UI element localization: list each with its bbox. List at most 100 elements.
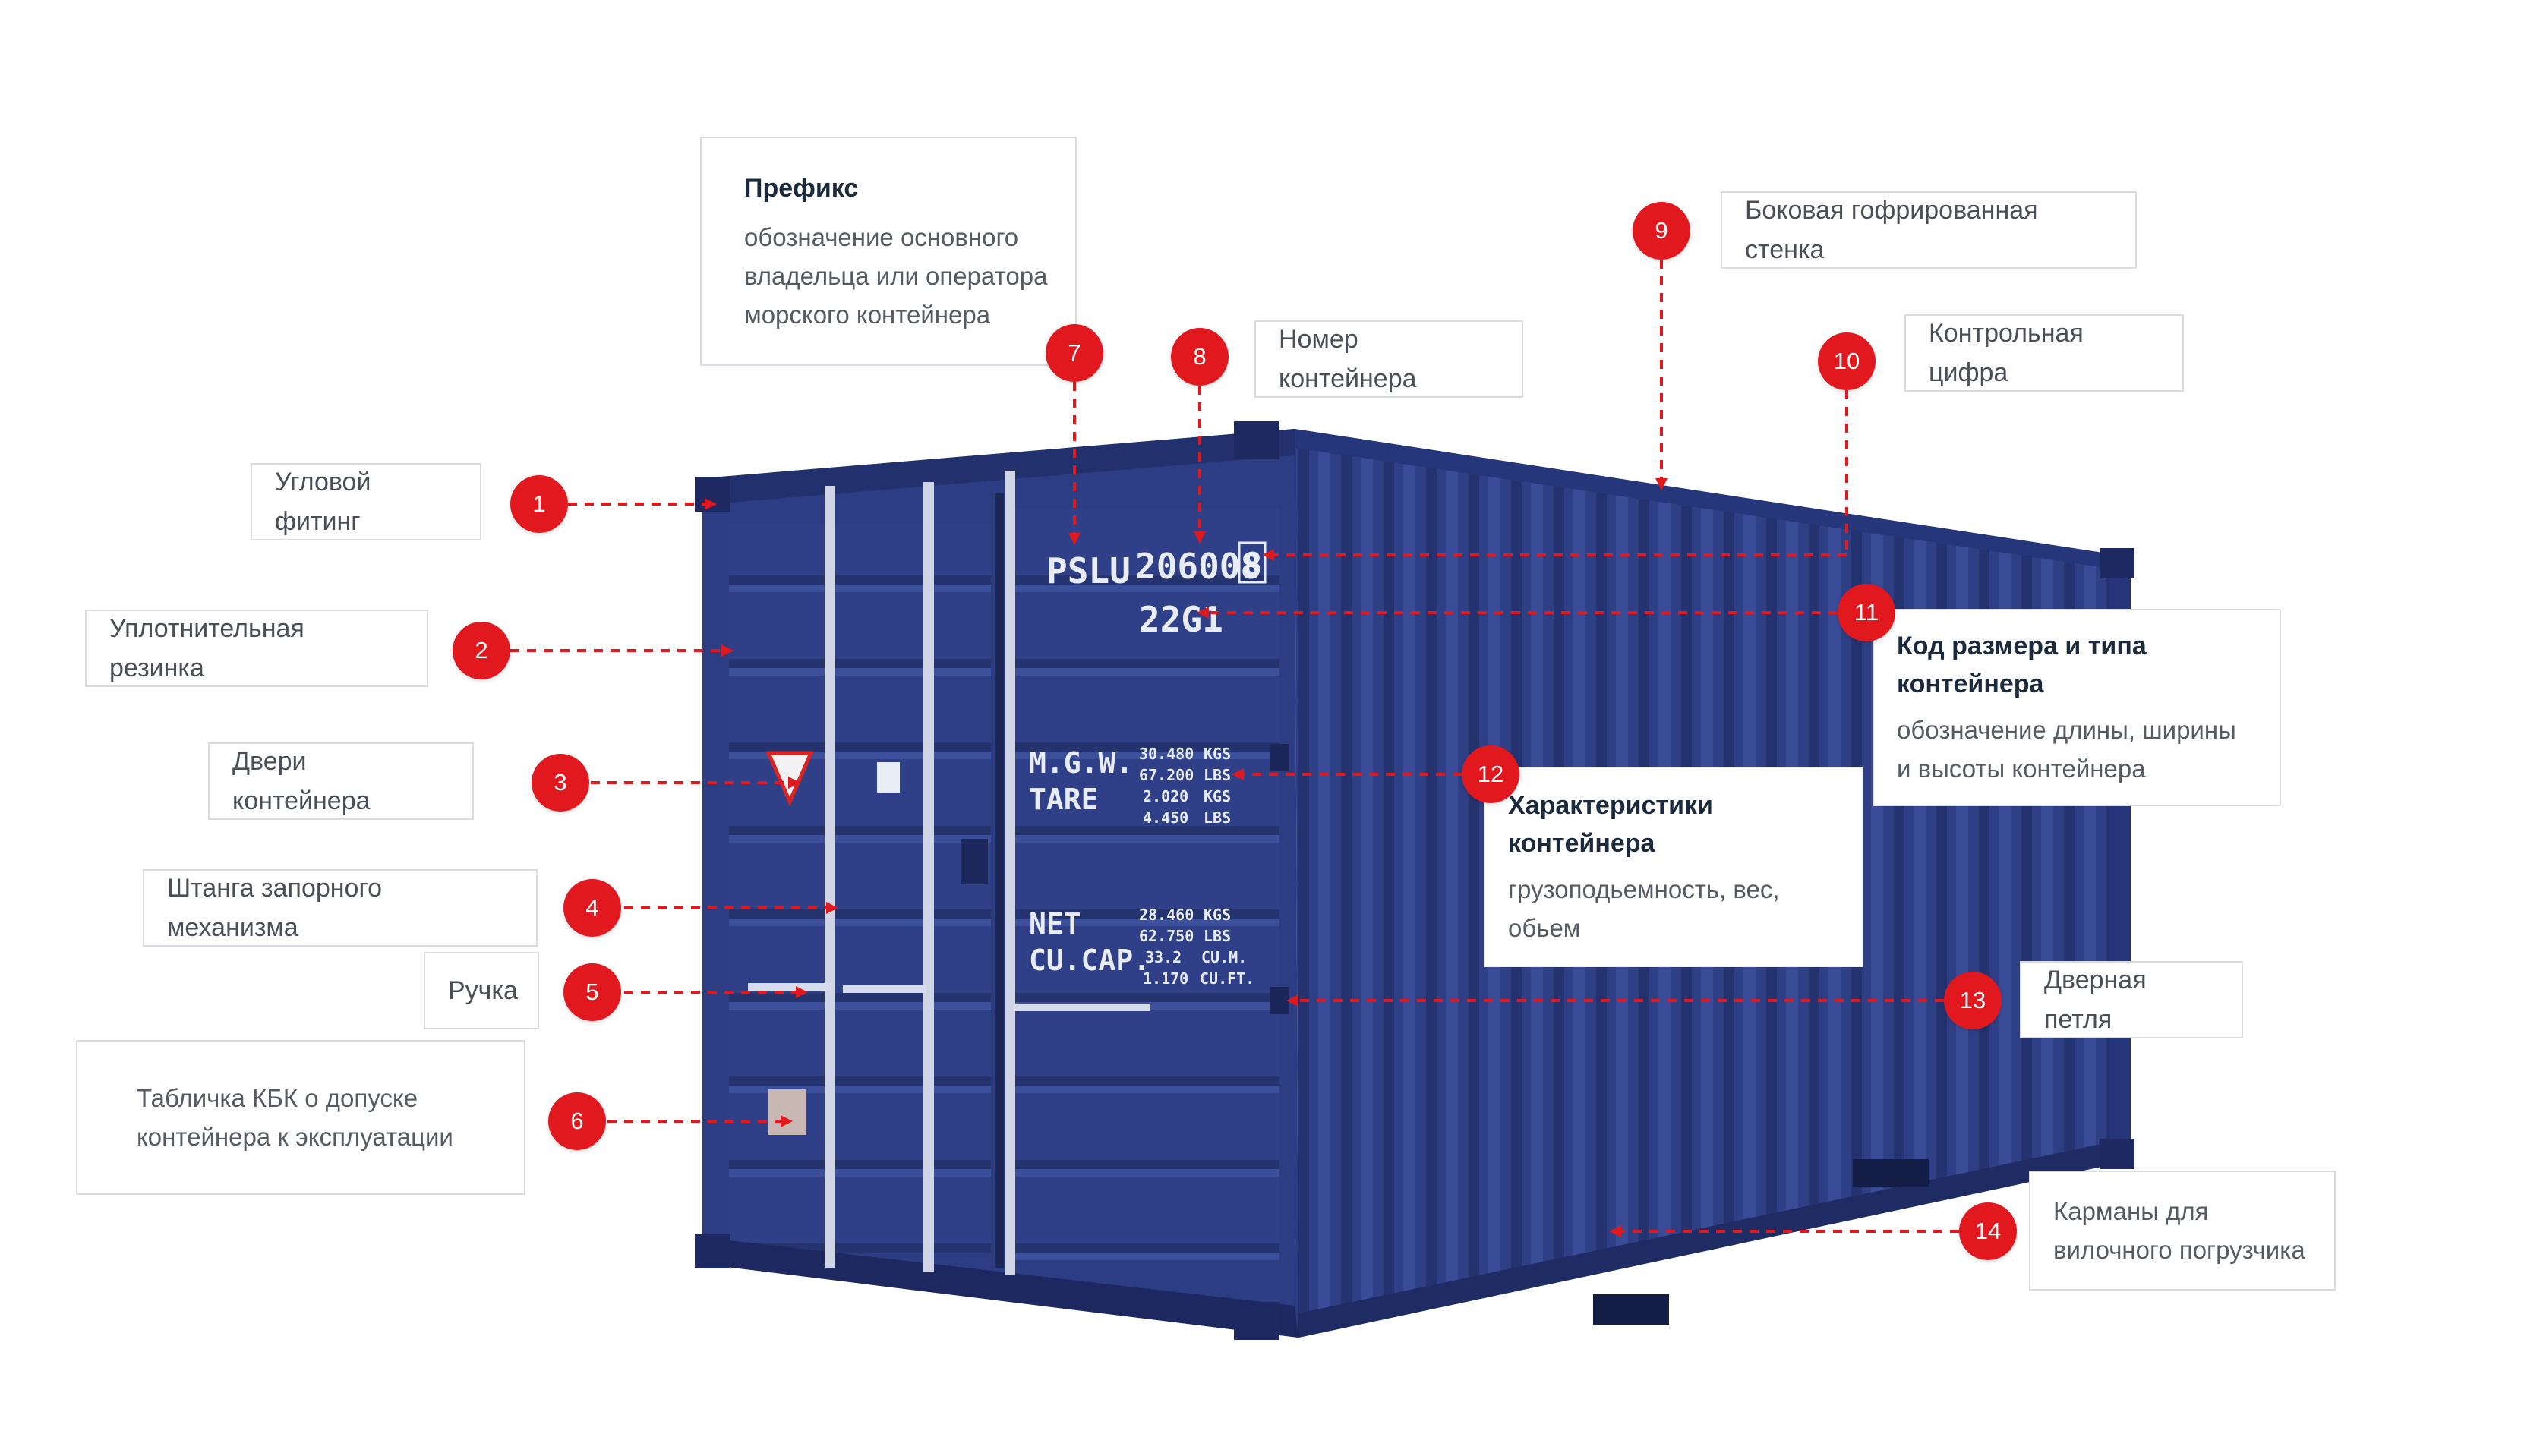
callout-10-text: Контрольная цифра <box>1929 319 2084 387</box>
container-markings: PSLU 206008 8 22G1 M.G.W. TARE 30.480 67… <box>1029 541 1267 988</box>
callout-11-label: Код размера и типа контейнера обозначени… <box>1873 609 2281 806</box>
marking-unit-cuft: CU.FT. <box>1200 969 1254 988</box>
marking-tare-kgs: 2.020 <box>1143 787 1188 805</box>
callout-11-desc-line2: и высоты контейнера <box>1897 755 2146 783</box>
callout-badge-3: 3 <box>532 754 589 812</box>
forklift-pocket <box>1593 1294 1669 1325</box>
corner-fitting <box>1234 1302 1279 1340</box>
callout-7-title: Префикс <box>744 173 859 203</box>
corner-fitting <box>2100 1139 2134 1169</box>
callout-8-text: Номер контейнера <box>1279 325 1417 393</box>
callout-badge-14: 14 <box>1959 1202 2017 1260</box>
callout-10-label: Контрольная цифра <box>1904 314 2184 392</box>
callout-3-label: Двери контейнера <box>208 742 474 820</box>
callout-7-desc-line3: морского контейнера <box>744 300 991 329</box>
callout-14-text-line2: вилочного погрузчика <box>2053 1236 2305 1264</box>
marking-net-lbs: 62.750 <box>1139 927 1194 945</box>
marking-cucap-m: 33.2 <box>1145 948 1182 966</box>
left-door-panel <box>729 524 991 1253</box>
callout-1-label: Угловой фитинг <box>251 463 481 540</box>
callout-3-text: Двери контейнера <box>232 747 371 815</box>
marking-unit-kgs: KGS <box>1204 906 1231 924</box>
callout-4-label: Штанга запорного механизма <box>143 869 538 947</box>
door-handle <box>843 985 926 993</box>
door-handle <box>748 983 831 991</box>
callout-13-text: Дверная петля <box>2044 966 2147 1034</box>
callout-2-text: Уплотнительная резинка <box>109 614 304 682</box>
callout-2-label: Уплотнительная резинка <box>85 610 428 687</box>
door-hinge <box>1270 987 1289 1014</box>
corner-fitting <box>2100 548 2134 578</box>
callout-11-title-line2: контейнера <box>1897 670 2044 698</box>
forklift-pocket <box>1853 1159 1929 1187</box>
marking-unit-kgs: KGS <box>1204 787 1231 805</box>
callout-7-desc-line2: владельца или оператора <box>744 261 1048 290</box>
callout-5-text: Ручка <box>448 976 518 1005</box>
locking-bar <box>1005 471 1015 1275</box>
marking-unit-lbs: LBS <box>1204 766 1231 784</box>
callout-12-title-line2: контейнера <box>1508 829 1655 858</box>
callout-1-text: Угловой фитинг <box>275 468 371 536</box>
door-hinge <box>1270 744 1289 771</box>
callout-badge-1: 1 <box>510 475 568 533</box>
corner-fitting <box>695 1234 730 1268</box>
marking-mgw-lbs: 67.200 <box>1139 766 1194 784</box>
callout-12-label: Характеристики контейнера грузоподьемнос… <box>1485 768 1862 966</box>
callout-badge-10: 10 <box>1818 332 1876 390</box>
marking-mgw-label: M.G.W. <box>1029 746 1133 780</box>
callout-6-text-line2: контейнера к эксплуатации <box>137 1123 453 1151</box>
callout-11-title-line1: Код размера и типа <box>1897 632 2147 660</box>
locking-bar <box>825 486 835 1268</box>
door-handle <box>1014 1004 1150 1011</box>
marking-net-label: NET <box>1029 907 1081 941</box>
marking-cucap-ft: 1.170 <box>1143 969 1188 988</box>
marking-size-type: 22G1 <box>1139 599 1223 640</box>
callout-12-title-line1: Характеристики <box>1508 791 1713 820</box>
locking-bar <box>923 482 934 1272</box>
callout-12-desc-line2: обьем <box>1508 914 1581 942</box>
callout-13-label: Дверная петля <box>2020 961 2243 1038</box>
container-door-end <box>695 421 2134 1340</box>
callout-badge-7: 7 <box>1046 324 1103 382</box>
callout-badge-4: 4 <box>563 879 621 937</box>
callout-8-label: Номер контейнера <box>1254 320 1523 398</box>
marking-cucap-label: CU.CAP. <box>1029 944 1150 977</box>
marking-net-kgs: 28.460 <box>1139 906 1194 924</box>
right-door-panel <box>1006 509 1279 1260</box>
marking-mgw-kgs: 30.480 <box>1139 745 1194 763</box>
callout-6-label: Табличка КБК о допуске контейнера к эксп… <box>76 1040 525 1195</box>
callout-5-label: Ручка <box>424 952 539 1029</box>
marking-unit-lbs: LBS <box>1204 808 1231 827</box>
callout-7-desc-line1: обозначение основного <box>744 222 1019 251</box>
marking-prefix: PSLU <box>1046 550 1131 591</box>
callout-badge-11: 11 <box>1838 584 1895 641</box>
class-logo <box>877 762 900 793</box>
callout-badge-12: 12 <box>1462 745 1519 803</box>
callout-9-text: Боковая гофрированная стенка <box>1745 196 2038 264</box>
marking-check-digit: 8 <box>1243 546 1262 583</box>
callout-12-desc-line1: грузоподьемность, вес, <box>1508 875 1780 903</box>
leader-arrowheads <box>705 478 1668 1237</box>
callout-badge-2: 2 <box>453 622 510 679</box>
callout-14-text-line1: Карманы для <box>2053 1197 2209 1225</box>
callout-14-label: Карманы для вилочного погрузчика <box>2029 1171 2336 1291</box>
callout-4-text: Штанга запорного механизма <box>167 874 383 942</box>
callout-badge-9: 9 <box>1633 202 1690 260</box>
marking-tare-lbs: 4.450 <box>1143 808 1188 827</box>
marking-unit-lbs: LBS <box>1204 927 1231 945</box>
callout-badge-13: 13 <box>1944 972 2002 1029</box>
marking-tare-label: TARE <box>1029 783 1099 816</box>
marking-unit-kgs: KGS <box>1204 745 1231 763</box>
corner-fitting <box>1234 421 1279 459</box>
callout-7-label: Префикс обозначение основного владельца … <box>700 137 1077 366</box>
callout-9-label: Боковая гофрированная стенка <box>1721 191 2137 269</box>
callout-badge-6: 6 <box>548 1092 606 1150</box>
marking-unit-cum: CU.M. <box>1201 948 1247 966</box>
callout-11-desc-line1: обозначение длины, ширины <box>1897 716 2236 744</box>
corner-fitting <box>695 477 730 512</box>
leader-lines <box>510 260 1959 1233</box>
callout-badge-8: 8 <box>1171 328 1229 386</box>
callout-badge-5: 5 <box>563 963 621 1021</box>
callout-6-text-line1: Табличка КБК о допуске <box>137 1084 418 1112</box>
